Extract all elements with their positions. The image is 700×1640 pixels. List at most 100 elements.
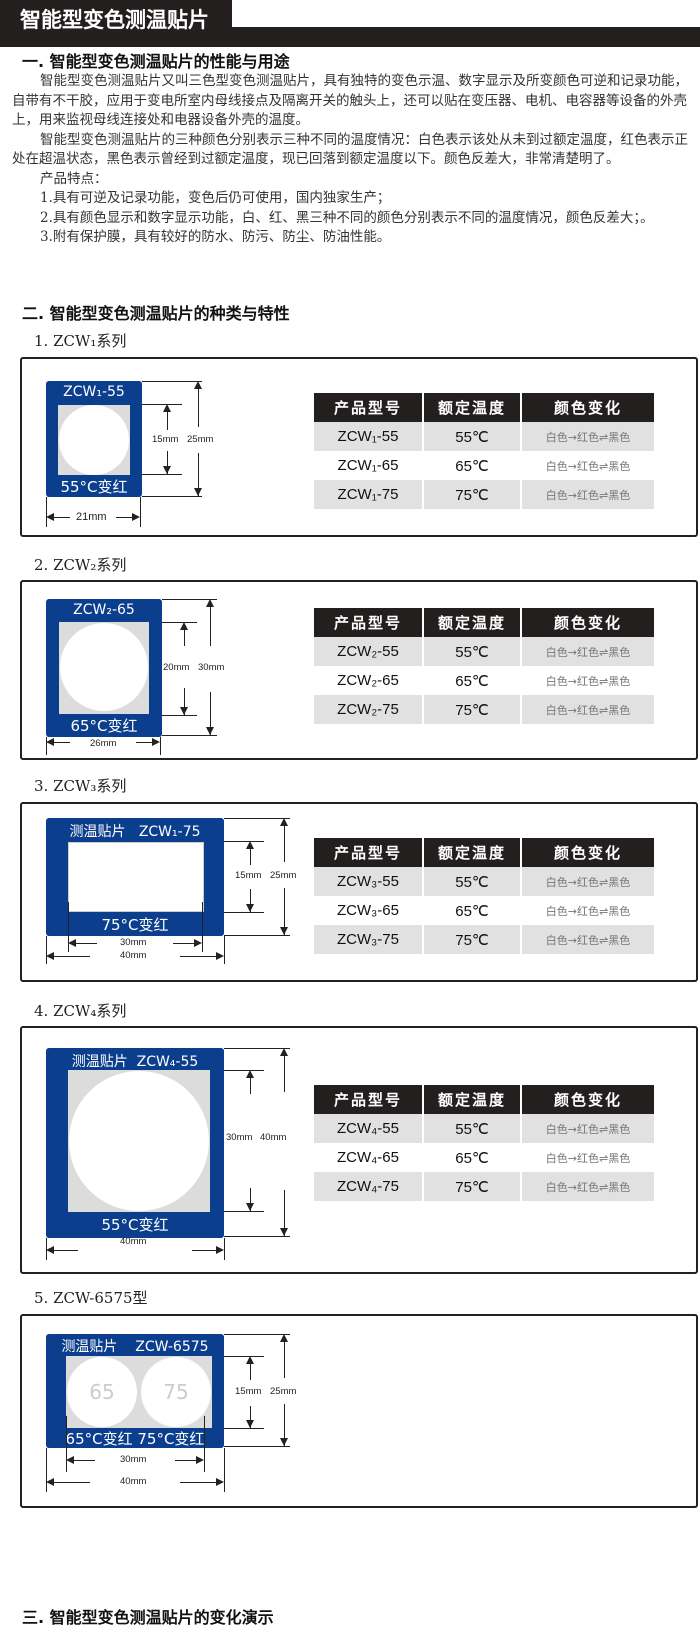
color-cell: 白色→红色⇌黑色 xyxy=(545,1151,631,1165)
feature-3: 3.附有保护膜，具有较好的防水、防污、防尘、防油性能。 xyxy=(40,229,391,245)
model-cell: ZCW₁-55 xyxy=(314,422,422,451)
indicator-circle xyxy=(69,1071,209,1211)
indicator-circle-65: 65 xyxy=(67,1357,137,1427)
temp-cell: 65℃ xyxy=(455,457,489,475)
series-5-title: 5. ZCW-6575型 xyxy=(34,1289,148,1307)
header-temp: 额定温度 xyxy=(424,608,520,637)
model-cell: ZCW₄-65 xyxy=(337,1149,399,1166)
model-cell: ZCW₂-55 xyxy=(314,637,422,666)
sticker-trigger: 65°C变红 xyxy=(70,717,138,735)
header-model: 产品型号 xyxy=(314,1085,422,1114)
color-cell: 白色→红色⇌黑色 xyxy=(522,422,654,451)
series-4-title: 4. ZCW₄系列 xyxy=(34,1002,127,1020)
sticker-zcw4: 测温贴片 ZCW₄-55 55°C变红 xyxy=(46,1048,224,1238)
model-cell: ZCW₁-65 xyxy=(337,457,399,474)
sticker-zcw6575: 测温贴片 ZCW-6575 65 75 65°C变红 75°C变红 xyxy=(46,1334,224,1448)
sticker-zcw3: 测温贴片 ZCW₁-75 75°C变红 xyxy=(46,818,224,936)
dim-outer-height: 25mm xyxy=(187,434,214,445)
color-cell: 白色→红色⇌黑色 xyxy=(545,459,631,473)
sticker-model: 测温贴片 ZCW₄-55 xyxy=(71,1054,199,1070)
temp-cell: 55℃ xyxy=(424,867,520,896)
color-cell: 白色→红色⇌黑色 xyxy=(522,1114,654,1143)
temp-cell: 75℃ xyxy=(424,480,520,509)
temp-cell: 55℃ xyxy=(424,1114,520,1143)
model-cell: ZCW₃-65 xyxy=(337,902,399,919)
dim-inner-height: 15mm xyxy=(152,434,179,445)
dim-inner-height: 20mm xyxy=(163,662,190,673)
model-cell: ZCW₄-75 xyxy=(314,1172,422,1201)
series-5-panel: 测温贴片 ZCW-6575 65 75 65°C变红 75°C变红 15mm 2… xyxy=(20,1314,698,1508)
sticker-window xyxy=(58,405,130,475)
sticker-model: 测温贴片 ZCW-6575 xyxy=(61,1339,209,1355)
sticker-window xyxy=(59,622,149,714)
color-paragraph: 智能型变色测温贴片的三种颜色分别表示三种不同的温度情况：白色表示该处从未到过额定… xyxy=(12,131,688,168)
section-1-body: 智能型变色测温贴片又叫三色型变色测温贴片，具有独特的变色示温、数字显示及所变颜色… xyxy=(12,72,692,248)
indicator-circle xyxy=(60,623,148,711)
temp-cell: 55℃ xyxy=(424,637,520,666)
series-3-title: 3. ZCW₃系列 xyxy=(34,777,127,795)
dim-width: 40mm xyxy=(120,950,147,961)
header-color: 颜色变化 xyxy=(522,1085,654,1114)
color-cell: 白色→红色⇌黑色 xyxy=(522,695,654,724)
section-1-title: 一. 智能型变色测温贴片的性能与用途 xyxy=(22,52,290,71)
sticker-model: ZCW₁-55 xyxy=(63,384,125,400)
dim-outer-height: 40mm xyxy=(260,1132,287,1143)
sticker-zcw1: ZCW₁-55 55°C变红 xyxy=(46,381,142,497)
indicator-circle xyxy=(59,405,129,475)
header-color: 颜色变化 xyxy=(522,393,654,422)
header-color: 颜色变化 xyxy=(522,838,654,867)
sticker-trigger: 55°C变红 xyxy=(60,478,128,496)
temp-cell: 75℃ xyxy=(424,925,520,954)
series-4-panel: 测温贴片 ZCW₄-55 55°C变红 30mm 40mm 40mm xyxy=(20,1026,698,1274)
color-cell: 白色→红色⇌黑色 xyxy=(522,637,654,666)
model-cell: ZCW₄-55 xyxy=(314,1114,422,1143)
header-model: 产品型号 xyxy=(314,393,422,422)
sticker-window: 65 75 xyxy=(66,1356,212,1428)
dim-outer-height: 25mm xyxy=(270,1386,297,1397)
dim-inner-height: 30mm xyxy=(226,1132,253,1143)
sticker-window xyxy=(68,1070,210,1212)
model-cell: ZCW₃-75 xyxy=(314,925,422,954)
model-cell: ZCW₃-55 xyxy=(314,867,422,896)
page-title: 智能型变色测温贴片 xyxy=(0,0,232,47)
sticker-trigger: 75°C变红 xyxy=(101,916,169,934)
dim-outer-height: 25mm xyxy=(270,870,297,881)
intro-paragraph: 智能型变色测温贴片又叫三色型变色测温贴片，具有独特的变色示温、数字显示及所变颜色… xyxy=(12,73,688,128)
dim-width: 40mm xyxy=(120,1236,147,1247)
sticker-trigger: 65°C变红 75°C变红 xyxy=(65,1430,205,1448)
page-header: 智能型变色测温贴片 xyxy=(0,0,700,48)
header-model: 产品型号 xyxy=(314,838,422,867)
color-cell: 白色→红色⇌黑色 xyxy=(522,925,654,954)
temp-cell: 55℃ xyxy=(424,422,520,451)
header-temp: 额定温度 xyxy=(424,393,520,422)
dim-inner-height: 15mm xyxy=(235,870,262,881)
features-title: 产品特点： xyxy=(40,170,108,187)
table-row: ZCW₁-65 65℃ 白色→红色⇌黑色 xyxy=(314,451,654,480)
color-cell: 白色→红色⇌黑色 xyxy=(522,480,654,509)
dim-inner-width: 30mm xyxy=(120,1454,147,1465)
temp-cell: 75℃ xyxy=(424,1172,520,1201)
dim-inner-height: 15mm xyxy=(235,1386,262,1397)
sticker-window xyxy=(68,842,204,912)
color-cell: 白色→红色⇌黑色 xyxy=(522,1172,654,1201)
dim-width: 40mm xyxy=(120,1476,147,1487)
color-cell: 白色→红色⇌黑色 xyxy=(545,674,631,688)
model-cell: ZCW₂-75 xyxy=(314,695,422,724)
series-2-title: 2. ZCW₂系列 xyxy=(34,556,127,574)
sticker-model: 测温贴片 ZCW₁-75 xyxy=(69,824,201,840)
indicator-circle-75: 75 xyxy=(141,1357,211,1427)
header-temp: 额定温度 xyxy=(424,1085,520,1114)
model-cell: ZCW₂-65 xyxy=(337,672,399,689)
feature-2: 2.具有颜色显示和数字显示功能，白、红、黑三种不同的颜色分别表示不同的温度情况，… xyxy=(40,209,654,226)
